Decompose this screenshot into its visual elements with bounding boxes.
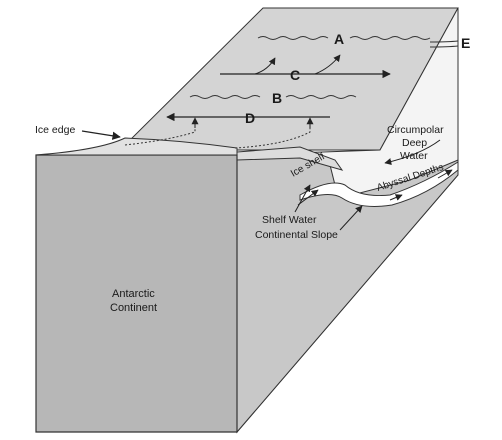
- label-a: A: [334, 31, 344, 47]
- label-b: B: [272, 90, 282, 106]
- label-antarctic: Antarctic: [112, 288, 155, 300]
- label-continent: Continent: [110, 302, 157, 314]
- abyssal-water-channel: [299, 161, 459, 207]
- label-e: E: [461, 35, 470, 51]
- arrow-c-upturn-left: [254, 57, 276, 75]
- label-d: D: [245, 110, 255, 126]
- wave-line-b: [189, 95, 357, 99]
- abyssal-arrow-1: [389, 194, 403, 201]
- abyssal-arrow-2: [437, 169, 453, 179]
- label-ice-edge: Ice edge: [35, 124, 75, 136]
- label-shelf-water: Shelf Water: [262, 214, 317, 226]
- shelf-water-pointer: [294, 184, 311, 213]
- continent-top-ice: [35, 137, 238, 156]
- continental-slope-pointer: [339, 205, 363, 231]
- arrow-c-upturn-right: [314, 54, 341, 75]
- e-outflow: [429, 40, 459, 48]
- label-circumpolar-2: Deep: [402, 137, 427, 149]
- wave-line-a: [257, 36, 431, 40]
- shelf-water-arrow: [297, 189, 319, 206]
- label-c: C: [290, 67, 300, 83]
- circumpolar-arrow: [384, 139, 441, 166]
- ice-edge-pointer: [81, 130, 121, 140]
- label-circumpolar-3: Water: [400, 150, 428, 162]
- label-circumpolar-1: Circumpolar: [387, 124, 444, 136]
- label-continental-slope: Continental Slope: [255, 229, 338, 241]
- upwelling-left: [124, 120, 196, 146]
- upwelling-right: [234, 120, 311, 149]
